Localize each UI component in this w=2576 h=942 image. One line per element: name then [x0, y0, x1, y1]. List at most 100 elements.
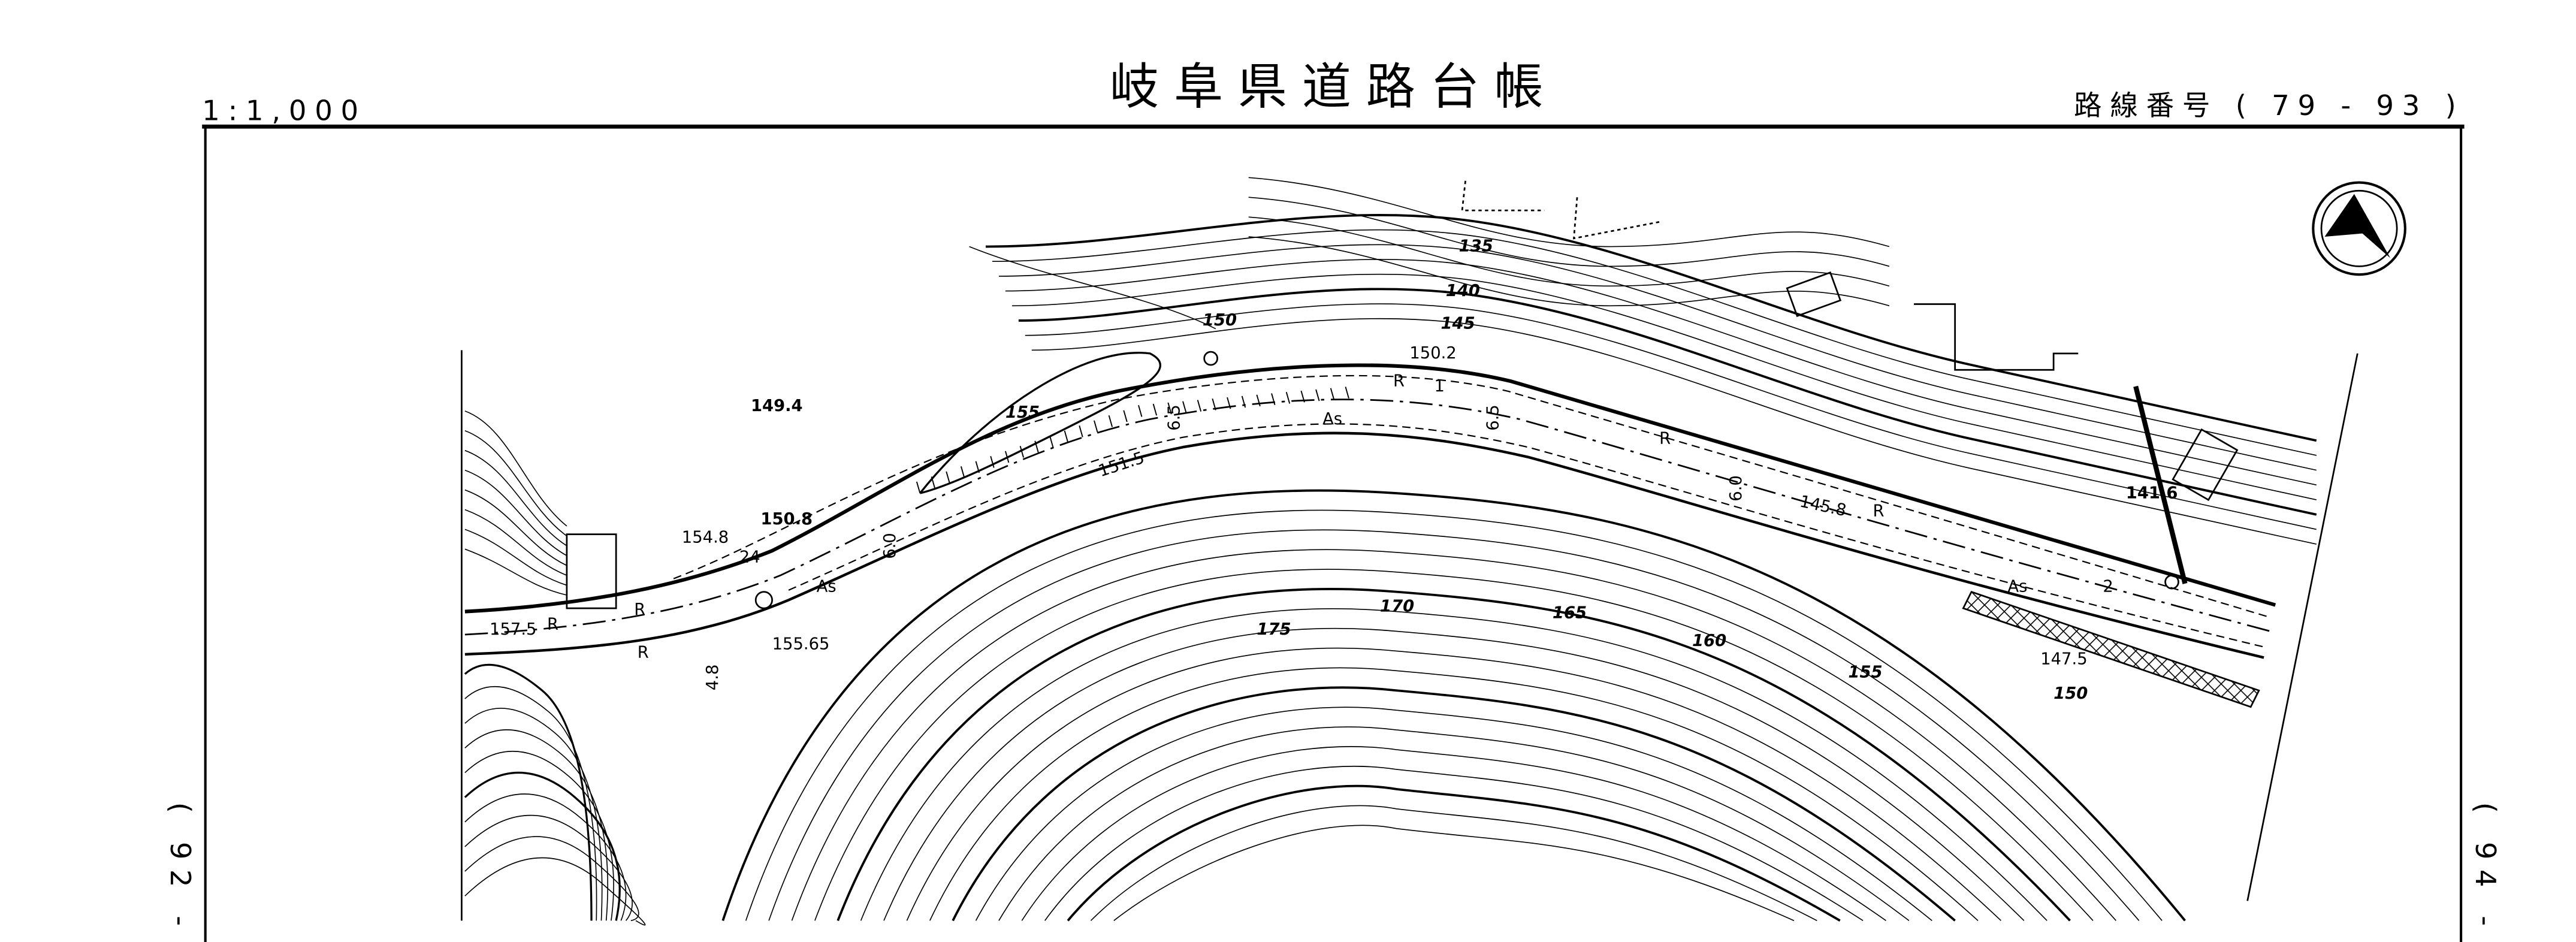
contour-label: 155: [1848, 663, 1882, 681]
contour-line: [952, 686, 1956, 922]
contour-line: [1067, 784, 1841, 922]
contour-line: [464, 529, 567, 586]
contour-label: 135: [1459, 237, 1493, 256]
contour-line: [814, 569, 2094, 921]
contour-line: [998, 726, 1910, 921]
contour-line: [946, 471, 950, 484]
contour-line: [464, 548, 567, 596]
contour-line: [464, 793, 627, 921]
contour-line: [931, 476, 935, 488]
spot-height: 149.4: [751, 397, 803, 415]
contour-line: [1138, 404, 1143, 417]
contour-line: [906, 647, 2001, 921]
spot-height: 150.8: [760, 510, 813, 529]
contour-label: 170: [1380, 597, 1414, 616]
page-title: 岐阜県道路台帳: [1110, 59, 1558, 116]
symbol-label: R: [634, 600, 645, 619]
contour-line: [992, 229, 2317, 456]
contour-line: [1152, 403, 1158, 416]
spot-height: 155.65: [772, 635, 830, 654]
station-marker: 2: [2103, 578, 2113, 596]
adjacent-sheet-right: ( 94 -: [2469, 802, 2502, 936]
contour-line: [975, 707, 1932, 921]
road-shoulder-north: [673, 375, 2267, 617]
contour-line: [1064, 430, 1069, 443]
contour-line: [1167, 402, 1172, 415]
contour-line: [464, 449, 567, 547]
contour-line: [1018, 288, 2317, 516]
contour-line: [464, 771, 621, 921]
contour-line: [1330, 388, 1335, 400]
contour-line: [919, 352, 1161, 494]
contour-line: [960, 466, 965, 478]
road-annotations: As As As 6.5 6.5 6.0 6.0 4.8 1 2 24 R R …: [547, 372, 2113, 691]
contour-label: 140: [1446, 282, 1480, 300]
contour-line: [464, 663, 593, 921]
road-centerline: [464, 398, 2271, 636]
contour-line: [464, 857, 646, 926]
contour-line: [986, 213, 2317, 442]
contour-line: [1019, 446, 1025, 458]
road-edge-south: [464, 431, 2264, 659]
symbol-label: R: [638, 643, 649, 662]
contour-line: [1049, 436, 1054, 448]
station-marker: 1: [1435, 377, 1445, 395]
contour-line: [1005, 451, 1010, 463]
spot-height: 151.5: [1097, 449, 1147, 481]
contour-line: [721, 489, 2186, 922]
road-width-label: 6.0: [881, 533, 899, 559]
contour-line: [1044, 766, 1864, 922]
road-width-label: 6.5: [1165, 404, 1184, 431]
contour-line: [745, 509, 2163, 921]
contour-labels: 135 140 145 150 155 175 170 165 160 155 …: [1005, 237, 2088, 703]
route-number: 路線番号 ( 79 - 93 ): [2074, 89, 2465, 122]
contour-line: [464, 686, 597, 921]
contour-line: [1182, 401, 1187, 413]
symbol-label: R: [1659, 430, 1671, 448]
contour-line: [464, 836, 639, 922]
survey-boundary: [461, 350, 2358, 921]
contour-line: [464, 469, 567, 557]
retaining-wall: [1962, 590, 2260, 708]
contour-line: [975, 461, 980, 473]
scale-label: 1:1,000: [202, 94, 367, 126]
contour-line: [1108, 415, 1113, 427]
road-edge-north: [464, 363, 2276, 614]
contour-label: 145: [1440, 315, 1475, 333]
contour-line: [1031, 318, 2317, 545]
contour-line: [969, 246, 1216, 330]
contour-line: [791, 549, 2116, 921]
contour-line: [1345, 387, 1349, 399]
structures: [566, 180, 2239, 609]
contour-line: [883, 627, 2025, 921]
symbol-label: R: [547, 615, 558, 634]
contour-line: [464, 410, 567, 527]
contour-line: [1248, 197, 1890, 267]
symbol-label: R: [1393, 372, 1405, 391]
road-surface-label: As: [2007, 578, 2027, 596]
contour-line: [1248, 236, 1890, 307]
spot-height: 157.5: [490, 620, 536, 639]
contour-line: [836, 588, 2071, 922]
contour-line: [1025, 303, 2317, 530]
north-arrow-icon: [2312, 181, 2406, 276]
contour-line: [1285, 392, 1291, 404]
contour-line: [1113, 825, 1795, 922]
map-frame: [202, 124, 2465, 942]
contour-line: [464, 708, 603, 921]
contour-line: [464, 729, 609, 921]
contour-line: [1248, 216, 1890, 287]
road-width-label: 4.8: [703, 665, 722, 691]
contour-label: 175: [1257, 620, 1291, 639]
station-marker: 24: [739, 548, 760, 566]
road-width-label: 6.0: [1727, 475, 1745, 502]
symbol-label: R: [1873, 502, 1885, 520]
spot-heights: 150.2 149.4 150.8 154.8 151.5 145.8 141.…: [490, 344, 2178, 668]
contour-line: [464, 489, 567, 566]
spot-height: 150.2: [1409, 344, 1456, 363]
adjacent-sheet-left: ( 92 -: [164, 802, 197, 936]
spot-height: 145.8: [1798, 493, 1848, 521]
contour-line: [1094, 420, 1098, 433]
contour-line: [464, 430, 567, 537]
road-surface-label: As: [1322, 410, 1342, 428]
